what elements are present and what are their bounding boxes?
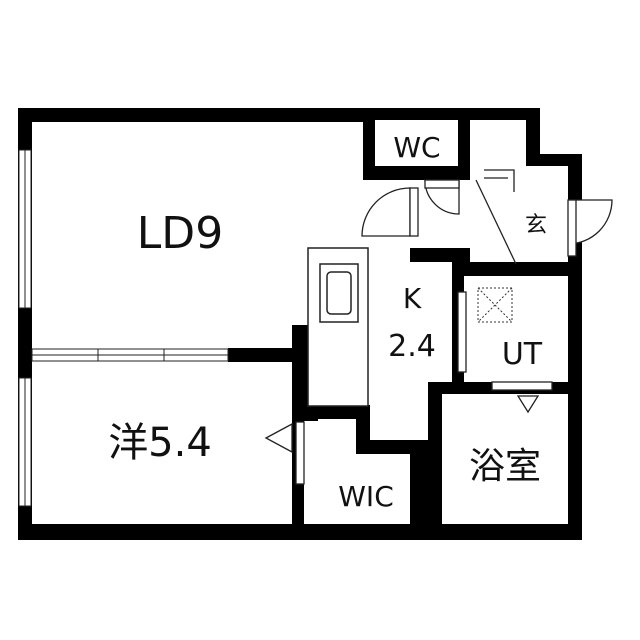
- wall-ut-top: [458, 262, 582, 276]
- doors: [264, 169, 613, 485]
- wall-right-upper: [526, 108, 540, 156]
- kitchen-fixtures: [307, 247, 369, 407]
- wall-wc-right: [458, 108, 470, 180]
- wall-wic-right: [410, 440, 428, 538]
- windows-left: [18, 149, 32, 507]
- wall-wic-top: [304, 405, 356, 419]
- kitchen-sink-inner: [326, 271, 352, 315]
- room-label-kitchen: K: [403, 282, 422, 315]
- sliding-doors: [31, 348, 229, 362]
- wall-top-wc: [363, 108, 540, 120]
- washing-machine-icon: [477, 287, 513, 323]
- room-label-wic: WIC: [338, 480, 394, 513]
- wall-wc-left: [363, 108, 375, 180]
- wall-top-left: [18, 108, 363, 122]
- room-label-western: 洋5.4: [108, 420, 212, 466]
- wall-partition: [228, 348, 318, 362]
- room-label-bath: 浴室: [469, 446, 541, 487]
- room-label-ld: LD9: [137, 208, 223, 259]
- walls: [18, 108, 582, 540]
- room-label-wc: WC: [393, 131, 440, 164]
- room-label-kitchen-size: 2.4: [388, 329, 436, 364]
- room-label-ut: UT: [502, 337, 543, 372]
- room-label-entrance: 玄: [525, 213, 547, 238]
- wall-hall-bottom: [410, 248, 470, 262]
- wall-bath-left: [428, 382, 442, 538]
- wall-wc-bottom: [363, 166, 470, 180]
